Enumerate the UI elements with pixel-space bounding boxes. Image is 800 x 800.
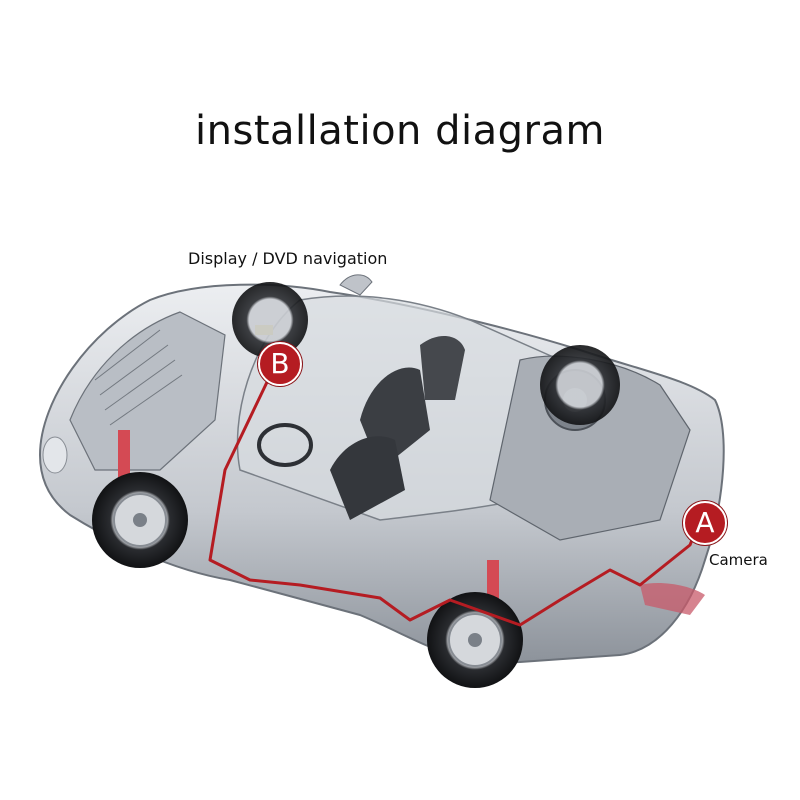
marker-b: B bbox=[258, 342, 302, 386]
marker-a: A bbox=[683, 501, 727, 545]
steering-wheel bbox=[257, 423, 313, 467]
seat-right bbox=[330, 436, 405, 520]
rear-engine bbox=[489, 355, 691, 541]
camera-label: Camera bbox=[709, 551, 768, 569]
front-wheel-top bbox=[232, 282, 308, 358]
seat-rear-left bbox=[420, 335, 465, 400]
display-dvd-navigation-label: Display / DVD navigation bbox=[188, 249, 388, 268]
rear-wheel bbox=[427, 592, 523, 688]
rear-wheel-top bbox=[540, 345, 620, 425]
page-title: installation diagram bbox=[195, 108, 605, 154]
camera-cable-route bbox=[208, 379, 702, 627]
front-bay bbox=[69, 311, 226, 471]
front-wheel bbox=[92, 472, 188, 568]
